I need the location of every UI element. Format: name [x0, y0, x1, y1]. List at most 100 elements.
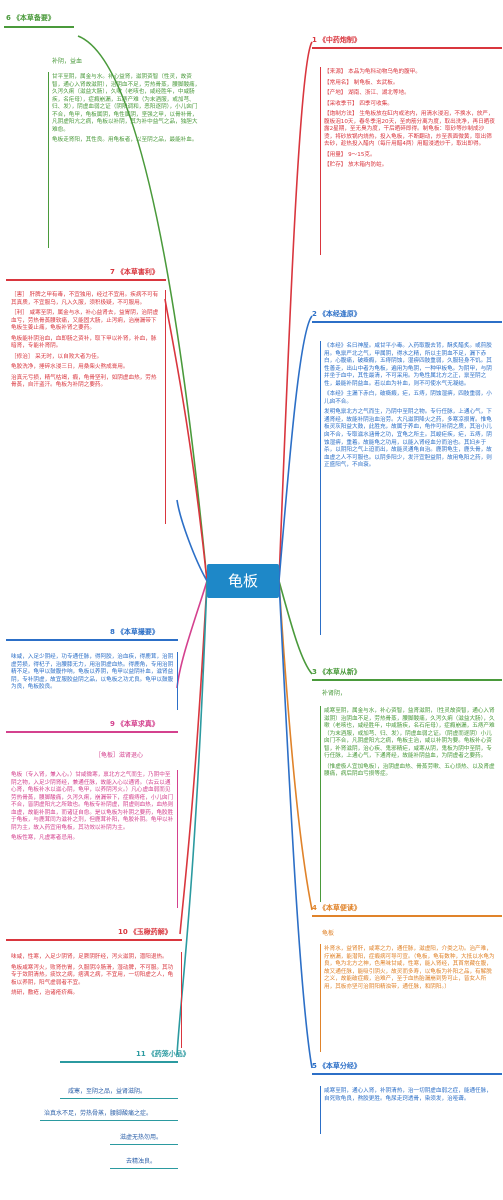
link-b9: [176, 580, 208, 689]
branch-7-content: ［害］ 肝脾之甲有毒，不宜独用，经过不宜用。疾病不可有其真质，不宜服乌，凡入久服…: [8, 290, 166, 524]
branch-11-item: 咸寒，至阴之品，益肾滋阴。: [68, 1088, 147, 1095]
branch-8-header[interactable]: 8《本草撮要》: [110, 628, 159, 637]
branch-2-content: 《本经》名曰神屋。咸甘平小毒。入药取腹去背，酥炙醋炙。或煎胶用。龟禀严北之气，甲…: [320, 341, 498, 635]
branch-1-title: 《中药炮制》: [318, 36, 361, 44]
branch-9-title: 《本草求真》: [116, 720, 159, 728]
branch-2-header[interactable]: 2《本经逢原》: [312, 310, 361, 319]
branch-11-underline: [60, 1061, 178, 1063]
branch-6-header[interactable]: 6《本草备要》: [6, 14, 55, 23]
branch-1-para: 【用量】 9～15克。: [324, 151, 376, 158]
link-b10: [179, 580, 208, 935]
center-node[interactable]: 龟板: [207, 564, 279, 598]
branch-11-item-line: [110, 1168, 178, 1169]
branch-1-para: 【来源】 本品为龟科动物乌龟的腹甲。: [324, 69, 421, 75]
link-b6: [77, 35, 208, 582]
branch-7-para: 治真元亏损，精气枯竭，瘕，龟骨坚利，如阴虚血热，劳热骨蒸，自汗盗汗。龟板为补阴之…: [11, 374, 157, 389]
branch-7-para: ［利］ 咸寒至阴，属金与水，补心益肾去，益胃阴，治阴虚血亏，劳热骨蒸腰软痛，又能…: [11, 310, 159, 332]
branch-1-para: 【常用名】 制龟板、玄武板。: [324, 79, 399, 86]
branch-10-para: 味咸，性寒，入足少阴肾，足厥阴肝经，泻火滋阴，潜阳退热。: [11, 954, 168, 960]
branch-7-underline: [6, 279, 166, 281]
branch-3-header[interactable]: 3《本草从新》: [312, 668, 361, 677]
branch-1-header[interactable]: 1《中药炮制》: [312, 36, 361, 45]
branch-6-para: 甘平至阴，属金与水。补心益肾，滋阴资智（性灵，故资智，通心入肾故滋阴），治阴血不…: [52, 74, 201, 133]
branch-7-header[interactable]: 7《本草害利》: [110, 268, 159, 277]
branch-11-header[interactable]: 11《药笼小品》: [136, 1050, 190, 1059]
branch-4-content: 补肾水，益肾肝，咸寒之力，通任脉，滋虚阳，介类之功。治产难，疗崩漏，能潜阳，症瘕…: [320, 944, 498, 1052]
branch-11-number: 11: [136, 1050, 146, 1058]
branch-9-number: 9: [110, 720, 115, 728]
branch-7-para: ［修治］ 采无时，以自败大者为佳。: [11, 353, 103, 360]
center-title: 龟板: [227, 571, 258, 590]
link-b2: [278, 315, 313, 582]
branch-6-para: 龟板走肾阳，其性良。用龟板者，以至阴之品，最能补血。: [52, 137, 198, 144]
branch-11-item-line: [40, 1120, 178, 1121]
branch-10-content: 味咸，性寒，入足少阴肾，足厥阴肝经，泻火滋阴，潜阳退热。 龟板咸寒泻火，败肾伤胃…: [8, 952, 182, 1048]
branch-8-content: 味咸，入足少阴经，功专通任脉，得阿胶，治血疾，得鹿茸，治阴虚劳损，得杞子，治腰膝…: [8, 652, 178, 710]
link-b7: [164, 298, 208, 582]
branch-8-title: 《本草撮要》: [116, 628, 159, 636]
branch-11-item: 去精浊良。: [126, 1158, 157, 1165]
branch-3-para: 咸寒至阴，属金与水，补心资智，益肾滋阴，（性灵故资智，通心入肾滋阴）治阴血不足，…: [324, 708, 495, 760]
branch-5-underline: [312, 1073, 502, 1075]
branch-5-title: 《本草分经》: [318, 1062, 361, 1070]
branch-3-number: 3: [312, 668, 317, 676]
branch-10-para: 烧研，敷疮，治诸疮疥癣。: [11, 990, 79, 997]
branch-6-content: 甘平至阴，属金与水。补心益肾，滋阴资智（性灵，故资智，通心入肾故滋阴），治阴血不…: [48, 72, 206, 248]
link-b5: [278, 580, 313, 1069]
branch-9-content: 龟板（专入肾，兼入心。）甘咸微寒，禀北方之气而生，乃阴中至阴之物，入足少阴肾经，…: [8, 770, 178, 908]
branch-9-header[interactable]: 9《本草求真》: [110, 720, 159, 729]
branch-1-number: 1: [312, 36, 317, 44]
branch-1-para: 【贮存】 放木箱内防蛀。: [324, 162, 388, 169]
branch-9-subtitle: ［龟板］滋肾退心: [95, 752, 144, 759]
branch-9-para: 龟板（专入肾，兼入心。）甘咸微寒，禀北方之气而生，乃阴中至阴之物，入足少阴肾经，…: [11, 772, 174, 831]
branch-9-underline: [6, 731, 178, 733]
branch-10-underline: [6, 939, 182, 941]
branch-11-item: 滋虚无热勿用。: [120, 1134, 163, 1141]
branch-10-number: 10: [118, 928, 128, 936]
branch-8-number: 8: [110, 628, 115, 636]
branch-6-number: 6: [6, 14, 11, 22]
branch-11-item-line: [110, 1144, 178, 1145]
branch-1-content: 【来源】 本品为龟科动物乌龟的腹甲。 【常用名】 制龟板、玄武板。 【产地】 湖…: [320, 67, 498, 255]
branch-5-number: 5: [312, 1062, 317, 1070]
branch-2-para: 发明龟禀北方之气而生，乃阴中至阴之物。专行任脉，上通心气，下通肾经，故能补阴治血…: [324, 409, 492, 469]
link-b8: [176, 499, 208, 582]
branch-5-header[interactable]: 5《本草分经》: [312, 1062, 361, 1071]
branch-4-number: 4: [312, 904, 317, 912]
branch-2-underline: [312, 321, 502, 323]
branch-2-para: 《本经》主漏下赤白，破癥瘕，疟，五痔，阴蚀湿痹，四肢重弱，小儿囟不合。: [324, 391, 492, 405]
link-b3: [278, 580, 313, 675]
branch-1-para: 【产地】 湖南、浙江、湖北等地。: [324, 90, 410, 97]
link-b1: [278, 41, 313, 582]
branch-7-number: 7: [110, 268, 115, 276]
branch-1-underline: [312, 47, 502, 49]
branch-4-underline: [312, 915, 502, 917]
branch-5-para: 咸寒至阴，通心入肾，补阴清热，治一切阴虚血弱之症，能通任脉，自死败龟良，熬胶更胜…: [324, 1088, 492, 1102]
branch-2-number: 2: [312, 310, 317, 318]
branch-3-title: 《本草从新》: [318, 668, 361, 676]
branch-10-title: 《玉楸药解》: [129, 928, 172, 936]
link-b4: [278, 580, 313, 911]
branch-3-content: 咸寒至阴，属金与水，补心资智，益肾滋阴，（性灵故资智，通心入肾滋阴）治阴血不足，…: [320, 706, 498, 902]
branch-4-para: 补肾水，益肾肝，咸寒之力，通任脉，滋虚阳，介类之功。治产难，疗崩漏，能潜阳，症瘕…: [324, 946, 495, 990]
branch-11-item: 治真水不足，劳热骨蒸，腰脚酸痛之症。: [44, 1110, 153, 1117]
branch-5-content: 咸寒至阴，通心入肾，补阴清热，治一切阴虚血弱之症，能通任脉，自死败龟良，熬胶更胜…: [320, 1086, 498, 1134]
branch-11-title: 《药笼小品》: [147, 1050, 190, 1058]
branch-9-para: 龟板性寒，凡虚寒者忌用。: [11, 835, 79, 842]
branch-2-para: 《本经》名曰神屋。咸甘平小毒。入药取腹去背，酥炙醋炙。或煎胶用。龟禀严北之气，甲…: [324, 343, 492, 387]
branch-4-header[interactable]: 4《本草便读》: [312, 904, 361, 913]
branch-4-title: 《本草便读》: [318, 904, 361, 912]
branch-10-header[interactable]: 10《玉楸药解》: [118, 928, 172, 937]
branch-10-para: 龟板咸寒泻火，败肾伤胃，久服阴冷肠滑，湿动脾，不可服。其功专于敛阴清热，痰饮之病…: [11, 964, 174, 986]
branch-7-para: 龟胶洗净，捶碎水浸三日，用桑柴火熬成膏用。: [11, 364, 129, 371]
branch-3-para: （惟虚极人宜加龟板），治阴虚血热、骨蒸劳嗽、五心烦热、以及肾虚腰痛，病后阴血亏损…: [324, 763, 495, 778]
branch-8-para: 味咸，入足少阴经，功专通任脉，得阿胶，治血疾，得鹿茸，治阴虚劳损，得杞子，治腰膝…: [11, 654, 174, 691]
link-b11: [176, 580, 208, 1056]
branch-6-title: 《本草备要》: [12, 14, 55, 22]
branch-3-underline: [312, 679, 502, 681]
branch-6-underline: [4, 26, 74, 28]
branch-2-title: 《本经逢原》: [318, 310, 361, 318]
branch-3-subtitle: 补肾阴，: [322, 690, 347, 697]
branch-7-para: ［害］ 肝脾之甲有毒，不宜独用，经过不宜用。疾病不可有其真质，不宜服乌，凡入久服…: [11, 292, 159, 306]
